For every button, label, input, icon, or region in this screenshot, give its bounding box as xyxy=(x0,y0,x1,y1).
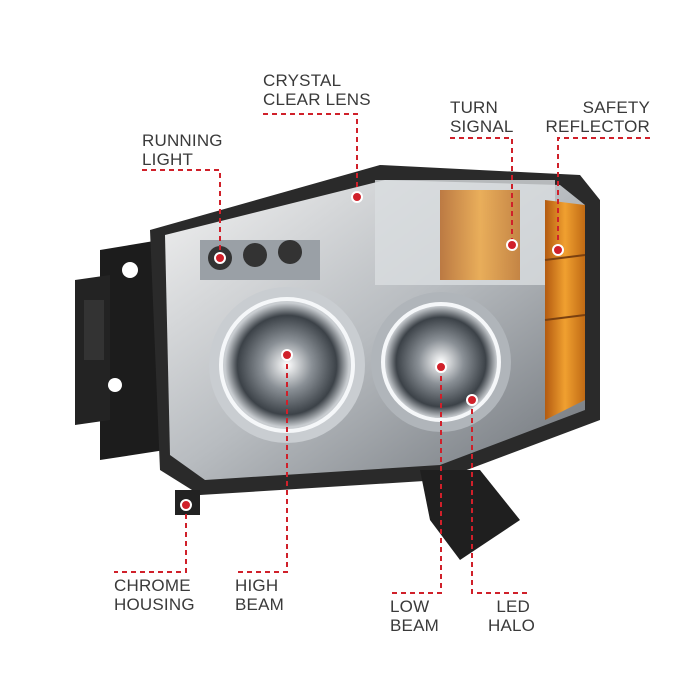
mounting-bracket xyxy=(75,240,165,460)
label-line: LOW xyxy=(390,597,430,616)
label-line: SAFETY xyxy=(582,98,650,117)
callout-lines xyxy=(114,113,650,594)
label-line: SIGNAL xyxy=(450,117,514,136)
label-line: TURN xyxy=(450,98,499,117)
label-line: BEAM xyxy=(235,595,284,614)
label-line: CRYSTAL xyxy=(263,71,342,90)
label-line: LED xyxy=(496,597,530,616)
label-line: HOUSING xyxy=(114,595,195,614)
label-safety-reflector: SAFETY REFLECTOR xyxy=(546,98,650,136)
label-line: RUNNING xyxy=(142,131,223,150)
label-high-beam: HIGH BEAM xyxy=(235,576,284,614)
label-running-light: RUNNING LIGHT xyxy=(142,131,223,169)
label-line: HIGH xyxy=(235,576,279,595)
label-line: CLEAR LENS xyxy=(263,90,371,109)
label-low-beam: LOW BEAM xyxy=(390,597,439,635)
label-line: BEAM xyxy=(390,616,439,635)
label-led-halo: LED HALO xyxy=(488,597,536,635)
callout-dots xyxy=(180,191,564,511)
label-crystal-clear-lens: CRYSTAL CLEAR LENS xyxy=(263,71,371,109)
label-chrome-housing: CHROME HOUSING xyxy=(114,576,195,614)
label-line: LIGHT xyxy=(142,150,194,169)
headlight-housing xyxy=(150,165,600,560)
label-line: HALO xyxy=(488,616,536,635)
label-turn-signal: TURN SIGNAL xyxy=(450,98,514,136)
label-line: REFLECTOR xyxy=(545,117,650,136)
label-line: CHROME xyxy=(114,576,191,595)
